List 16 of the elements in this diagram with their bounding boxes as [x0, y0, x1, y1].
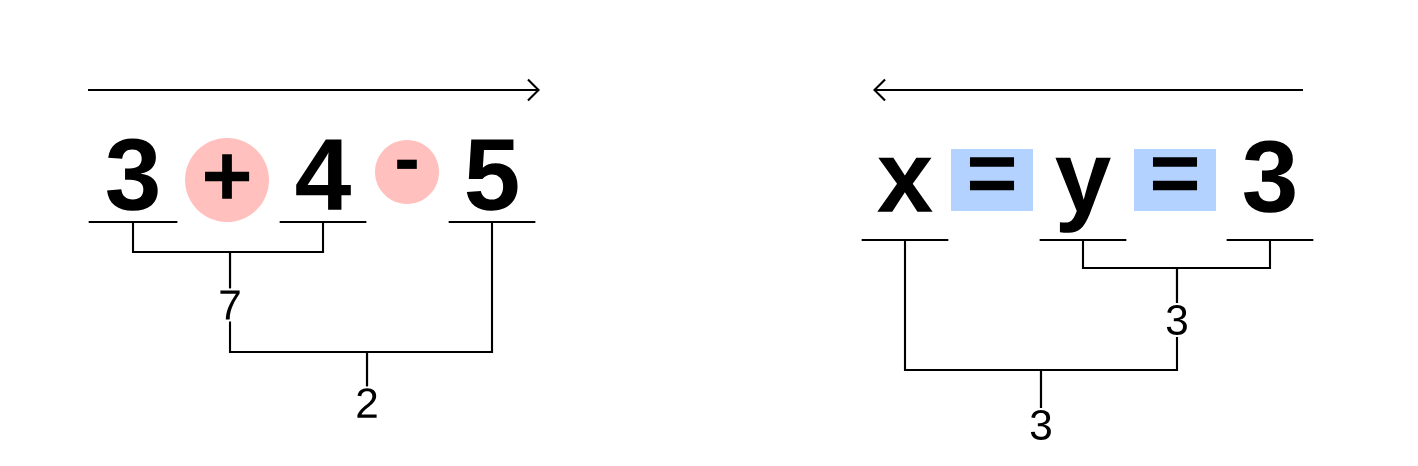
- result-number: 2: [357, 388, 377, 418]
- bracket-line: [228, 222, 325, 289]
- underlined-number: y: [1039, 157, 1127, 242]
- bracket-line: [1175, 240, 1272, 303]
- underlined-number: 3: [88, 138, 178, 224]
- underlined-number: 3: [1226, 140, 1314, 242]
- underlined-number: 5: [448, 139, 536, 224]
- result-number: 7: [220, 290, 240, 320]
- operator-box: =: [951, 149, 1033, 211]
- result-number: 3: [1166, 305, 1187, 335]
- underlined-number: 4: [279, 139, 367, 224]
- bracket-line: [1039, 337, 1179, 408]
- bracket-line: [365, 222, 494, 387]
- result-number: 3: [1030, 410, 1051, 440]
- underlined-number: x: [861, 157, 949, 242]
- operator-box: =: [1134, 149, 1216, 211]
